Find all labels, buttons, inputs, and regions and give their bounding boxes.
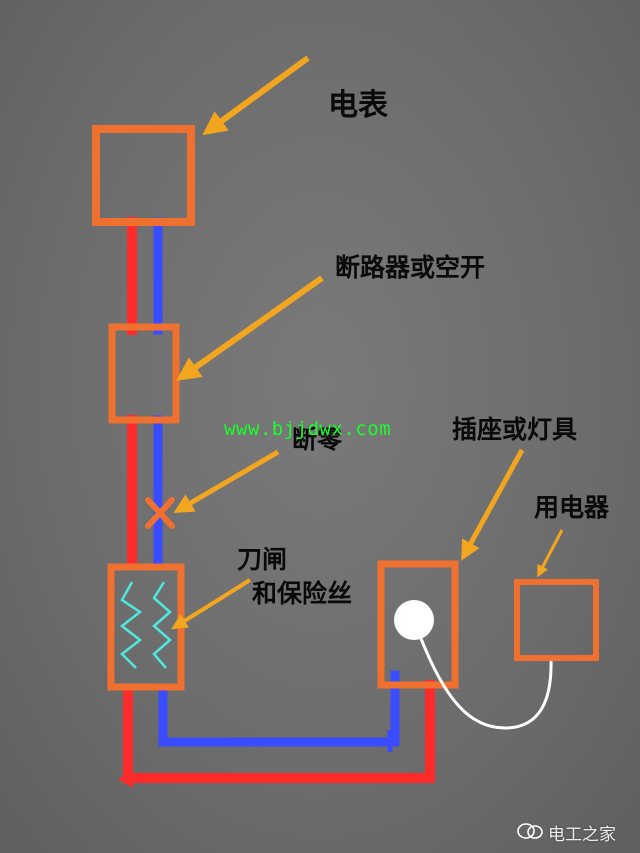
switch-label-line1: 刀闸 — [237, 545, 288, 574]
appliance-box — [514, 579, 599, 661]
meter-box — [92, 125, 195, 226]
socket-box — [377, 560, 459, 689]
neutral-break-mark — [145, 497, 175, 529]
watermark-brand: 电工之家 — [548, 825, 616, 845]
breaker-label: 断路器或空开 — [335, 253, 486, 282]
neutral-wire — [153, 217, 400, 747]
plug — [394, 600, 434, 640]
socket-label: 插座或灯具 — [452, 415, 578, 444]
switch-label-line2: 和保险丝 — [252, 579, 353, 608]
plug-cord — [418, 635, 553, 730]
breaker-box — [108, 323, 180, 424]
meter-label: 电表 — [328, 88, 388, 123]
live-wire — [123, 217, 435, 783]
appliance-label: 用电器 — [534, 493, 610, 522]
live-wire-return-arrow — [118, 770, 133, 788]
neutral-cut-label: 断零 — [292, 425, 343, 454]
neutral-cut-pointer-arrow — [173, 449, 280, 514]
breaker-pointer-arrow — [176, 275, 324, 381]
watermark-logo-icon — [517, 823, 543, 839]
appliance-pointer-arrow — [537, 529, 564, 578]
meter-pointer-arrow — [202, 55, 310, 136]
fuse-coil-left — [119, 581, 143, 669]
fuse-coil-right — [152, 581, 172, 669]
watermark-url: www.bjjdwx.com — [224, 418, 392, 440]
switch-pointer-arrow — [171, 578, 252, 630]
socket-pointer-arrow — [461, 448, 525, 561]
